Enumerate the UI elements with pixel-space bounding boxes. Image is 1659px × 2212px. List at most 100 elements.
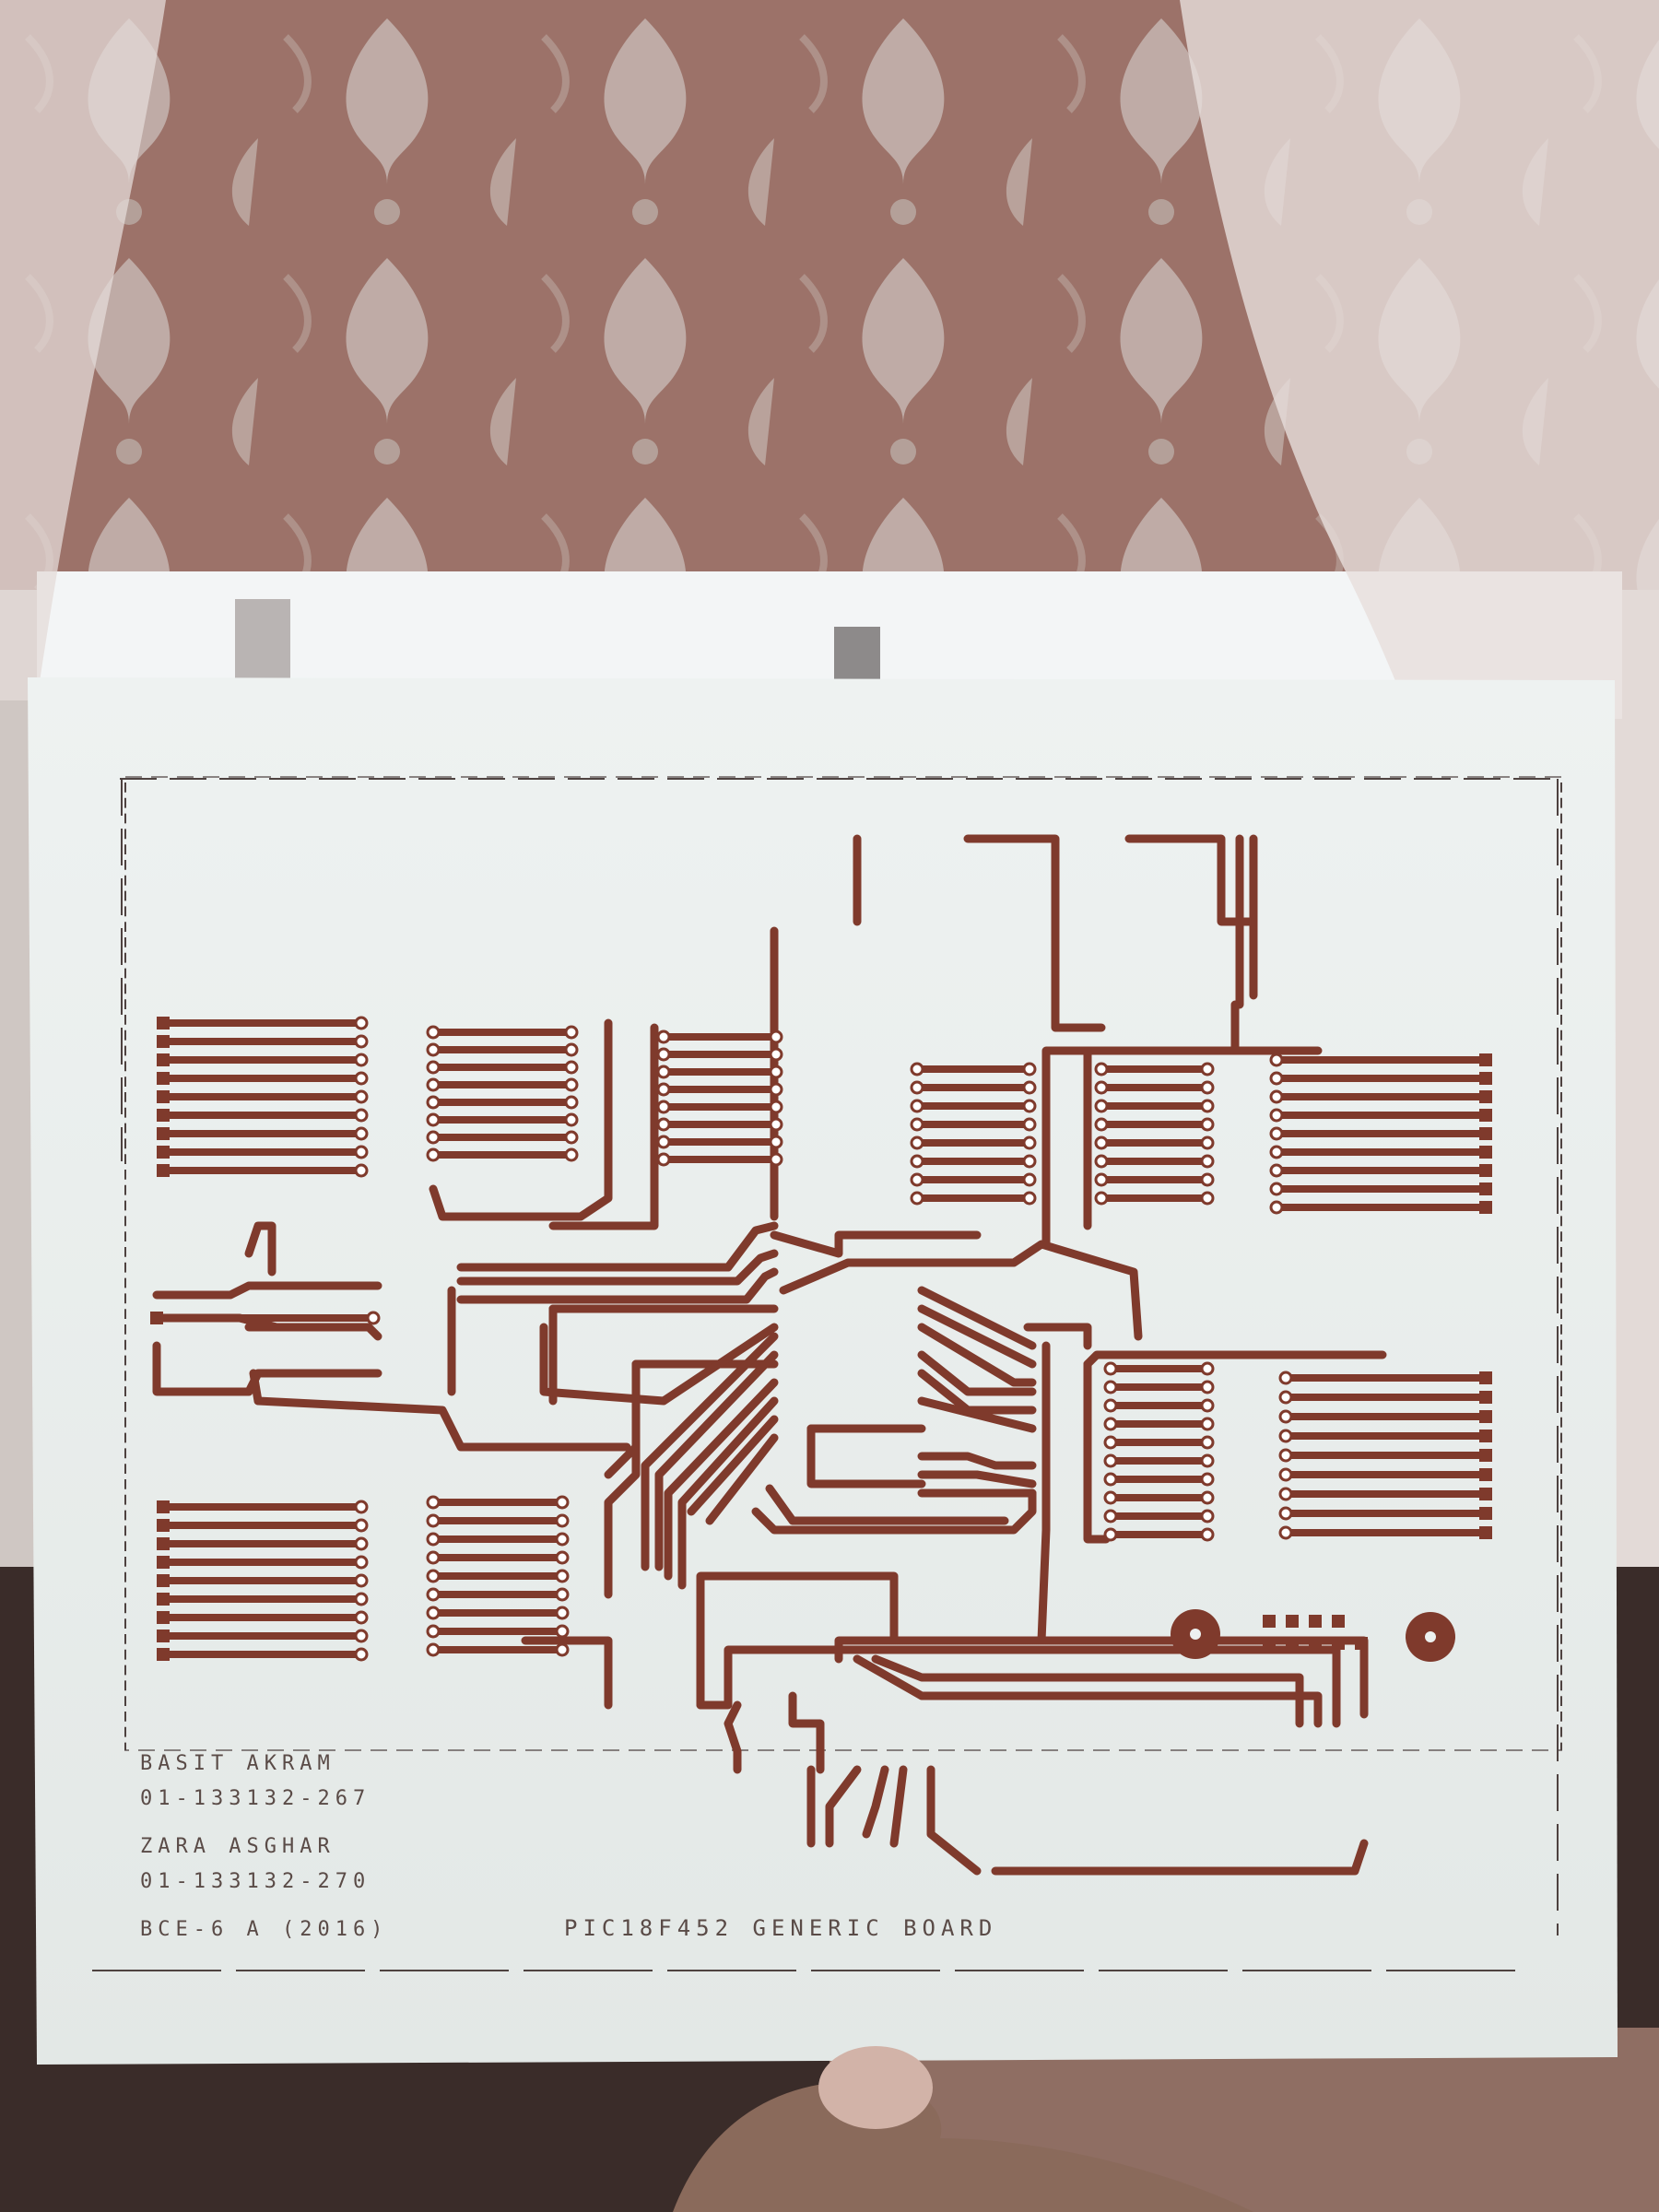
pcb-pad: [354, 1518, 369, 1533]
pcb-pad: [1479, 1146, 1492, 1159]
pcb-pad: [910, 1191, 924, 1206]
pcb-pad: [426, 1587, 441, 1602]
pcb-pad: [1278, 1525, 1293, 1540]
pcb-pad: [1200, 1435, 1215, 1450]
pcb-pad: [426, 1112, 441, 1127]
pcb-pad: [1479, 1053, 1492, 1066]
pcb-pad: [910, 1135, 924, 1150]
pcb-pad: [1022, 1062, 1037, 1077]
sheer-curtain-right: [1180, 0, 1659, 1659]
pcb-pad: [426, 1550, 441, 1565]
pcb-pad: [426, 1606, 441, 1620]
pcb-pad: [426, 1042, 441, 1057]
pcb-pad: [354, 1126, 369, 1141]
pcb-pad: [1200, 1154, 1215, 1169]
pcb-pad: [1094, 1080, 1109, 1095]
pcb-pad: [1103, 1380, 1118, 1394]
pcb-pad: [1479, 1410, 1492, 1423]
pcb-pad: [769, 1082, 783, 1097]
pcb-pad: [1479, 1526, 1492, 1539]
pcb-pad: [1278, 1429, 1293, 1443]
pcb-pad: [1200, 1509, 1215, 1524]
pcb-pad: [354, 1108, 369, 1123]
pcb-pad: [1278, 1448, 1293, 1463]
pcb-pad: [1479, 1127, 1492, 1140]
connector-pads: [1263, 1615, 1368, 1650]
pcb-pad: [656, 1082, 671, 1097]
pcb-pad: [366, 1311, 381, 1325]
pcb-pad: [656, 1135, 671, 1149]
pcb-pad: [1094, 1154, 1109, 1169]
pcb-pad: [656, 1100, 671, 1114]
pcb-pad: [1022, 1191, 1037, 1206]
pcb-pad: [1200, 1417, 1215, 1431]
pcb-pad: [1200, 1099, 1215, 1113]
pcb-pad: [656, 1117, 671, 1132]
pcb-pad: [157, 1164, 170, 1177]
pcb-pad: [1103, 1509, 1118, 1524]
pcb-pad: [1200, 1135, 1215, 1150]
pcb-pad: [150, 1312, 163, 1324]
pcb-pad: [354, 1034, 369, 1049]
pcb-pad: [1479, 1182, 1492, 1195]
pcb-pad: [1278, 1409, 1293, 1424]
pcb-pad: [555, 1513, 570, 1528]
pcb-pad: [426, 1025, 441, 1040]
pcb-pad: [157, 1146, 170, 1159]
pcb-pad: [656, 1030, 671, 1044]
pcb-pad: [1103, 1435, 1118, 1450]
board-outline: [124, 776, 1562, 1751]
pcb-pad: [564, 1130, 579, 1145]
pcb-pad: [1479, 1391, 1492, 1404]
pcb-pad: [157, 1630, 170, 1642]
pcb-pad: [1269, 1163, 1284, 1178]
pcb-pad: [1200, 1172, 1215, 1187]
pcb-pad: [354, 1573, 369, 1588]
pcb-pad: [910, 1099, 924, 1113]
pcb-pad: [354, 1089, 369, 1104]
mounting-hole: [1425, 1631, 1436, 1642]
pcb-pad: [1278, 1390, 1293, 1405]
pcb-pad: [1103, 1417, 1118, 1431]
pcb-pad: [157, 1127, 170, 1140]
pcb-pad: [354, 1592, 369, 1606]
pcb-pad: [564, 1147, 579, 1162]
author-1-id: 01-133132-267: [140, 1787, 371, 1810]
pcb-pad: [1094, 1099, 1109, 1113]
pcb-pad: [769, 1152, 783, 1167]
pcb-pad: [656, 1152, 671, 1167]
pcb-pad: [354, 1053, 369, 1067]
pcb-pad: [426, 1060, 441, 1075]
pcb-pad: [1103, 1527, 1118, 1542]
pcb-pad: [910, 1117, 924, 1132]
pcb-pad: [157, 1593, 170, 1606]
thumbnail: [818, 2046, 933, 2129]
pcb-pad: [1200, 1080, 1215, 1095]
pcb-pad: [354, 1610, 369, 1625]
pcb-pad: [157, 1017, 170, 1030]
pcb-pad: [157, 1090, 170, 1103]
pcb-pad: [354, 1555, 369, 1570]
pcb-pad: [1103, 1361, 1118, 1376]
pcb-pad: [1479, 1430, 1492, 1442]
pcb-pad: [1479, 1090, 1492, 1103]
course-label: BCE-6 A (2016): [140, 1918, 388, 1941]
pcb-pad: [157, 1035, 170, 1048]
pcb-pad: [426, 1513, 441, 1528]
pcb-pad: [1022, 1080, 1037, 1095]
author-1-name: BASIT AKRAM: [140, 1752, 335, 1775]
pcb-pad: [1200, 1117, 1215, 1132]
pcb-pad: [157, 1611, 170, 1624]
pcb-pad: [1278, 1467, 1293, 1482]
pcb-pad: [555, 1587, 570, 1602]
pcb-pad: [1200, 1527, 1215, 1542]
pcb-pad: [769, 1135, 783, 1149]
pcb-pad: [555, 1550, 570, 1565]
pcb-pad: [555, 1606, 570, 1620]
pcb-pad: [1200, 1380, 1215, 1394]
pcb-pad: [1094, 1117, 1109, 1132]
pcb-pad: [426, 1532, 441, 1547]
pcb-pad: [157, 1648, 170, 1661]
pcb-pad: [910, 1062, 924, 1077]
